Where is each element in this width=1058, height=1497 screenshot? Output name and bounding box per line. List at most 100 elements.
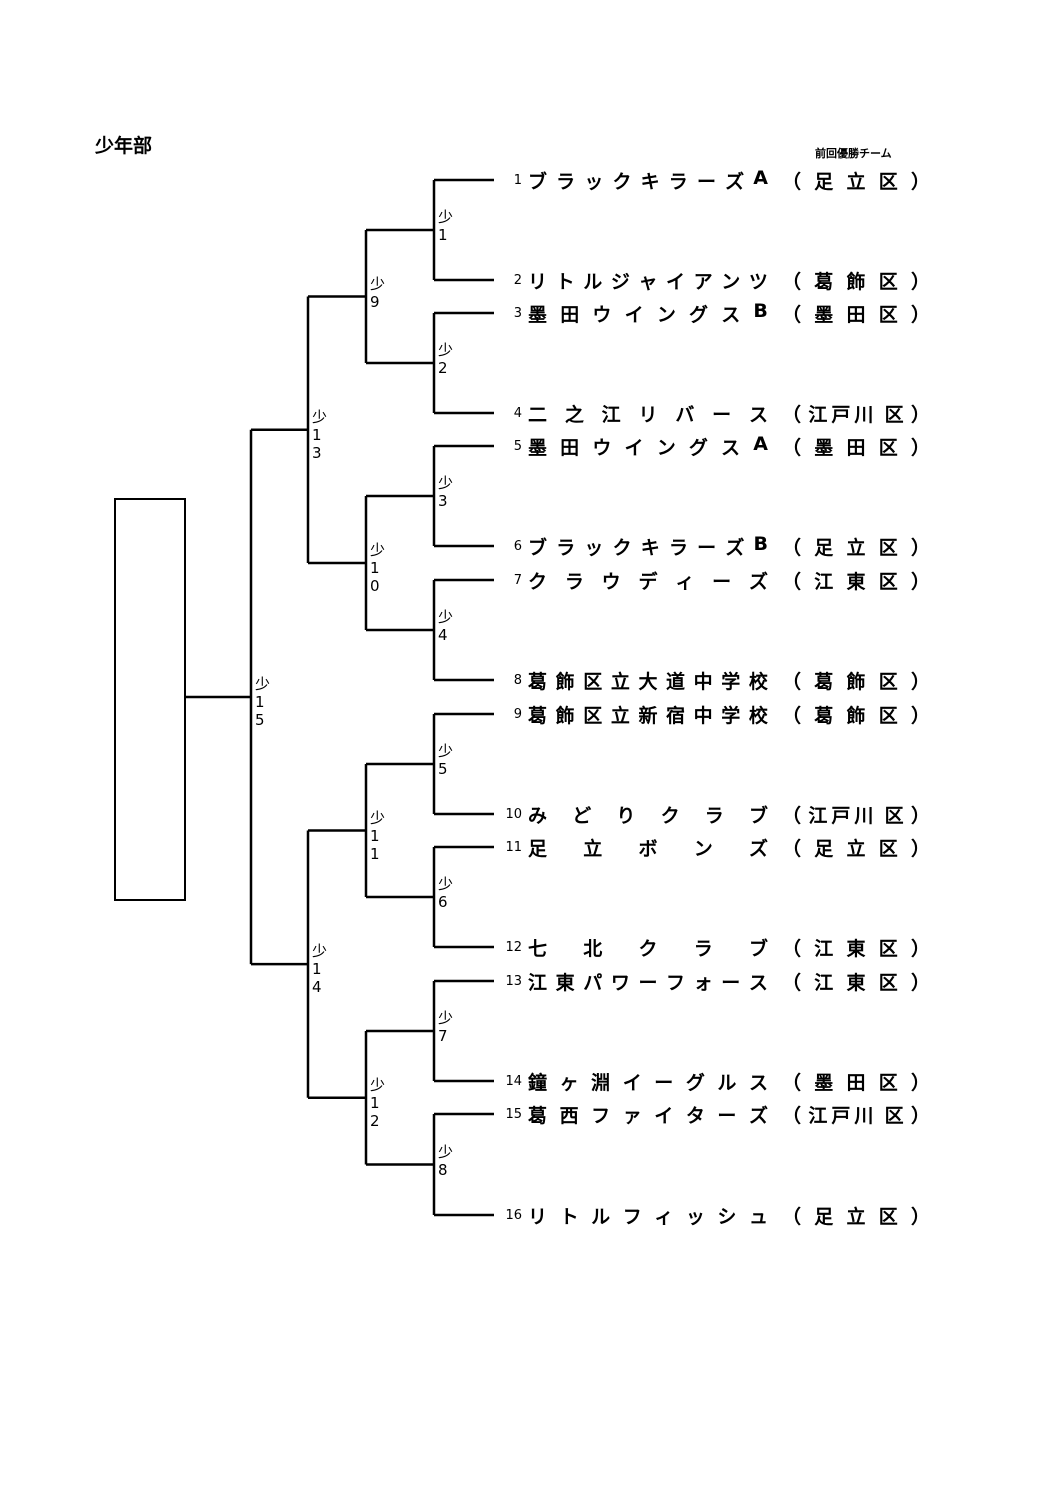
team-seed: 16	[505, 1207, 522, 1223]
match-number: 9	[370, 292, 380, 311]
previous-champion-label: 前回優勝チーム	[815, 147, 892, 160]
team-district: （江戸川区）	[782, 403, 930, 426]
team-name: リトルフィッシュ	[528, 1205, 768, 1228]
team-district: （墨田区）	[782, 1071, 930, 1094]
team-seed: 10	[505, 806, 522, 822]
team-district: （墨田区）	[782, 436, 930, 459]
team-row: 15 葛西ファイターズ （江戸川区）	[496, 1103, 930, 1127]
team-name: 葛西ファイターズ	[528, 1104, 768, 1127]
team-district: （足立区）	[782, 837, 930, 860]
team-district: （墨田区）	[782, 303, 930, 326]
match-prefix: 少	[255, 674, 271, 693]
team-seed: 5	[513, 438, 522, 454]
team-name: 二之江リバース	[528, 403, 768, 426]
match-prefix: 少	[438, 341, 454, 359]
team-seed: 8	[513, 672, 522, 688]
team-district: （江東区）	[782, 570, 930, 593]
team-seed: 4	[513, 405, 522, 421]
match-prefix: 少	[370, 541, 386, 559]
match-prefix: 少	[312, 942, 328, 961]
team-name: 葛飾区立大道中学校	[528, 670, 768, 693]
team-seed: 2	[513, 272, 522, 288]
match-number: 4	[438, 626, 448, 644]
team-district: （足立区）	[782, 170, 930, 193]
match-number: 2	[438, 359, 448, 377]
match-number: 7	[438, 1027, 448, 1045]
team-name: 七北クラブ	[528, 937, 768, 960]
match-number: 8	[438, 1160, 448, 1179]
champion-box	[114, 498, 186, 901]
team-seed: 6	[513, 538, 522, 554]
team-seed: 15	[505, 1106, 522, 1122]
team-district: （江戸川区）	[782, 804, 930, 827]
team-district: （江東区）	[782, 937, 930, 960]
team-name: みどりクラブ	[528, 804, 768, 827]
team-seed: 12	[505, 939, 522, 955]
match-number: 3	[438, 492, 448, 510]
team-name: 葛飾区立新宿中学校	[528, 704, 768, 727]
team-row: 11 足立ボンズ （足立区）	[496, 836, 930, 860]
match-prefix: 少	[370, 1075, 386, 1094]
match-prefix: 少	[438, 208, 454, 226]
team-seed: 1	[513, 172, 522, 188]
team-row: 16 リトルフィッシュ （足立区）	[496, 1204, 930, 1228]
team-seed: 11	[505, 839, 522, 855]
match-prefix: 少	[438, 1142, 454, 1161]
team-district: （江戸川区）	[782, 1104, 930, 1127]
match-prefix: 少	[438, 742, 454, 760]
match-number: 6	[438, 893, 448, 911]
team-district: （江東区）	[782, 971, 930, 994]
team-district: （足立区）	[782, 1205, 930, 1228]
team-row: 14 鐘ヶ淵イーグルス （墨田区）	[496, 1070, 930, 1094]
page-title: 少年部	[95, 135, 153, 157]
team-district: （葛飾区）	[782, 670, 930, 693]
team-row: 7 クラウディーズ （江東区）	[496, 569, 930, 593]
match-prefix: 少	[438, 608, 454, 626]
team-seed: 9	[513, 706, 522, 722]
team-row: 4 二之江リバース （江戸川区）	[496, 402, 930, 426]
team-name: クラウディーズ	[528, 570, 768, 593]
team-seed: 3	[513, 305, 522, 321]
team-name: リトルジャイアンツ	[528, 270, 768, 293]
team-name: 江東パワーフォース	[528, 971, 768, 994]
team-seed: 14	[505, 1073, 522, 1089]
match-prefix: 少	[370, 274, 386, 293]
team-name: 鐘ヶ淵イーグルス	[528, 1071, 768, 1094]
team-district: （足立区）	[782, 536, 930, 559]
team-name: 足立ボンズ	[528, 837, 768, 860]
team-seed: 7	[513, 572, 522, 588]
match-prefix: 少	[438, 474, 454, 492]
match-number: 1	[438, 226, 448, 244]
